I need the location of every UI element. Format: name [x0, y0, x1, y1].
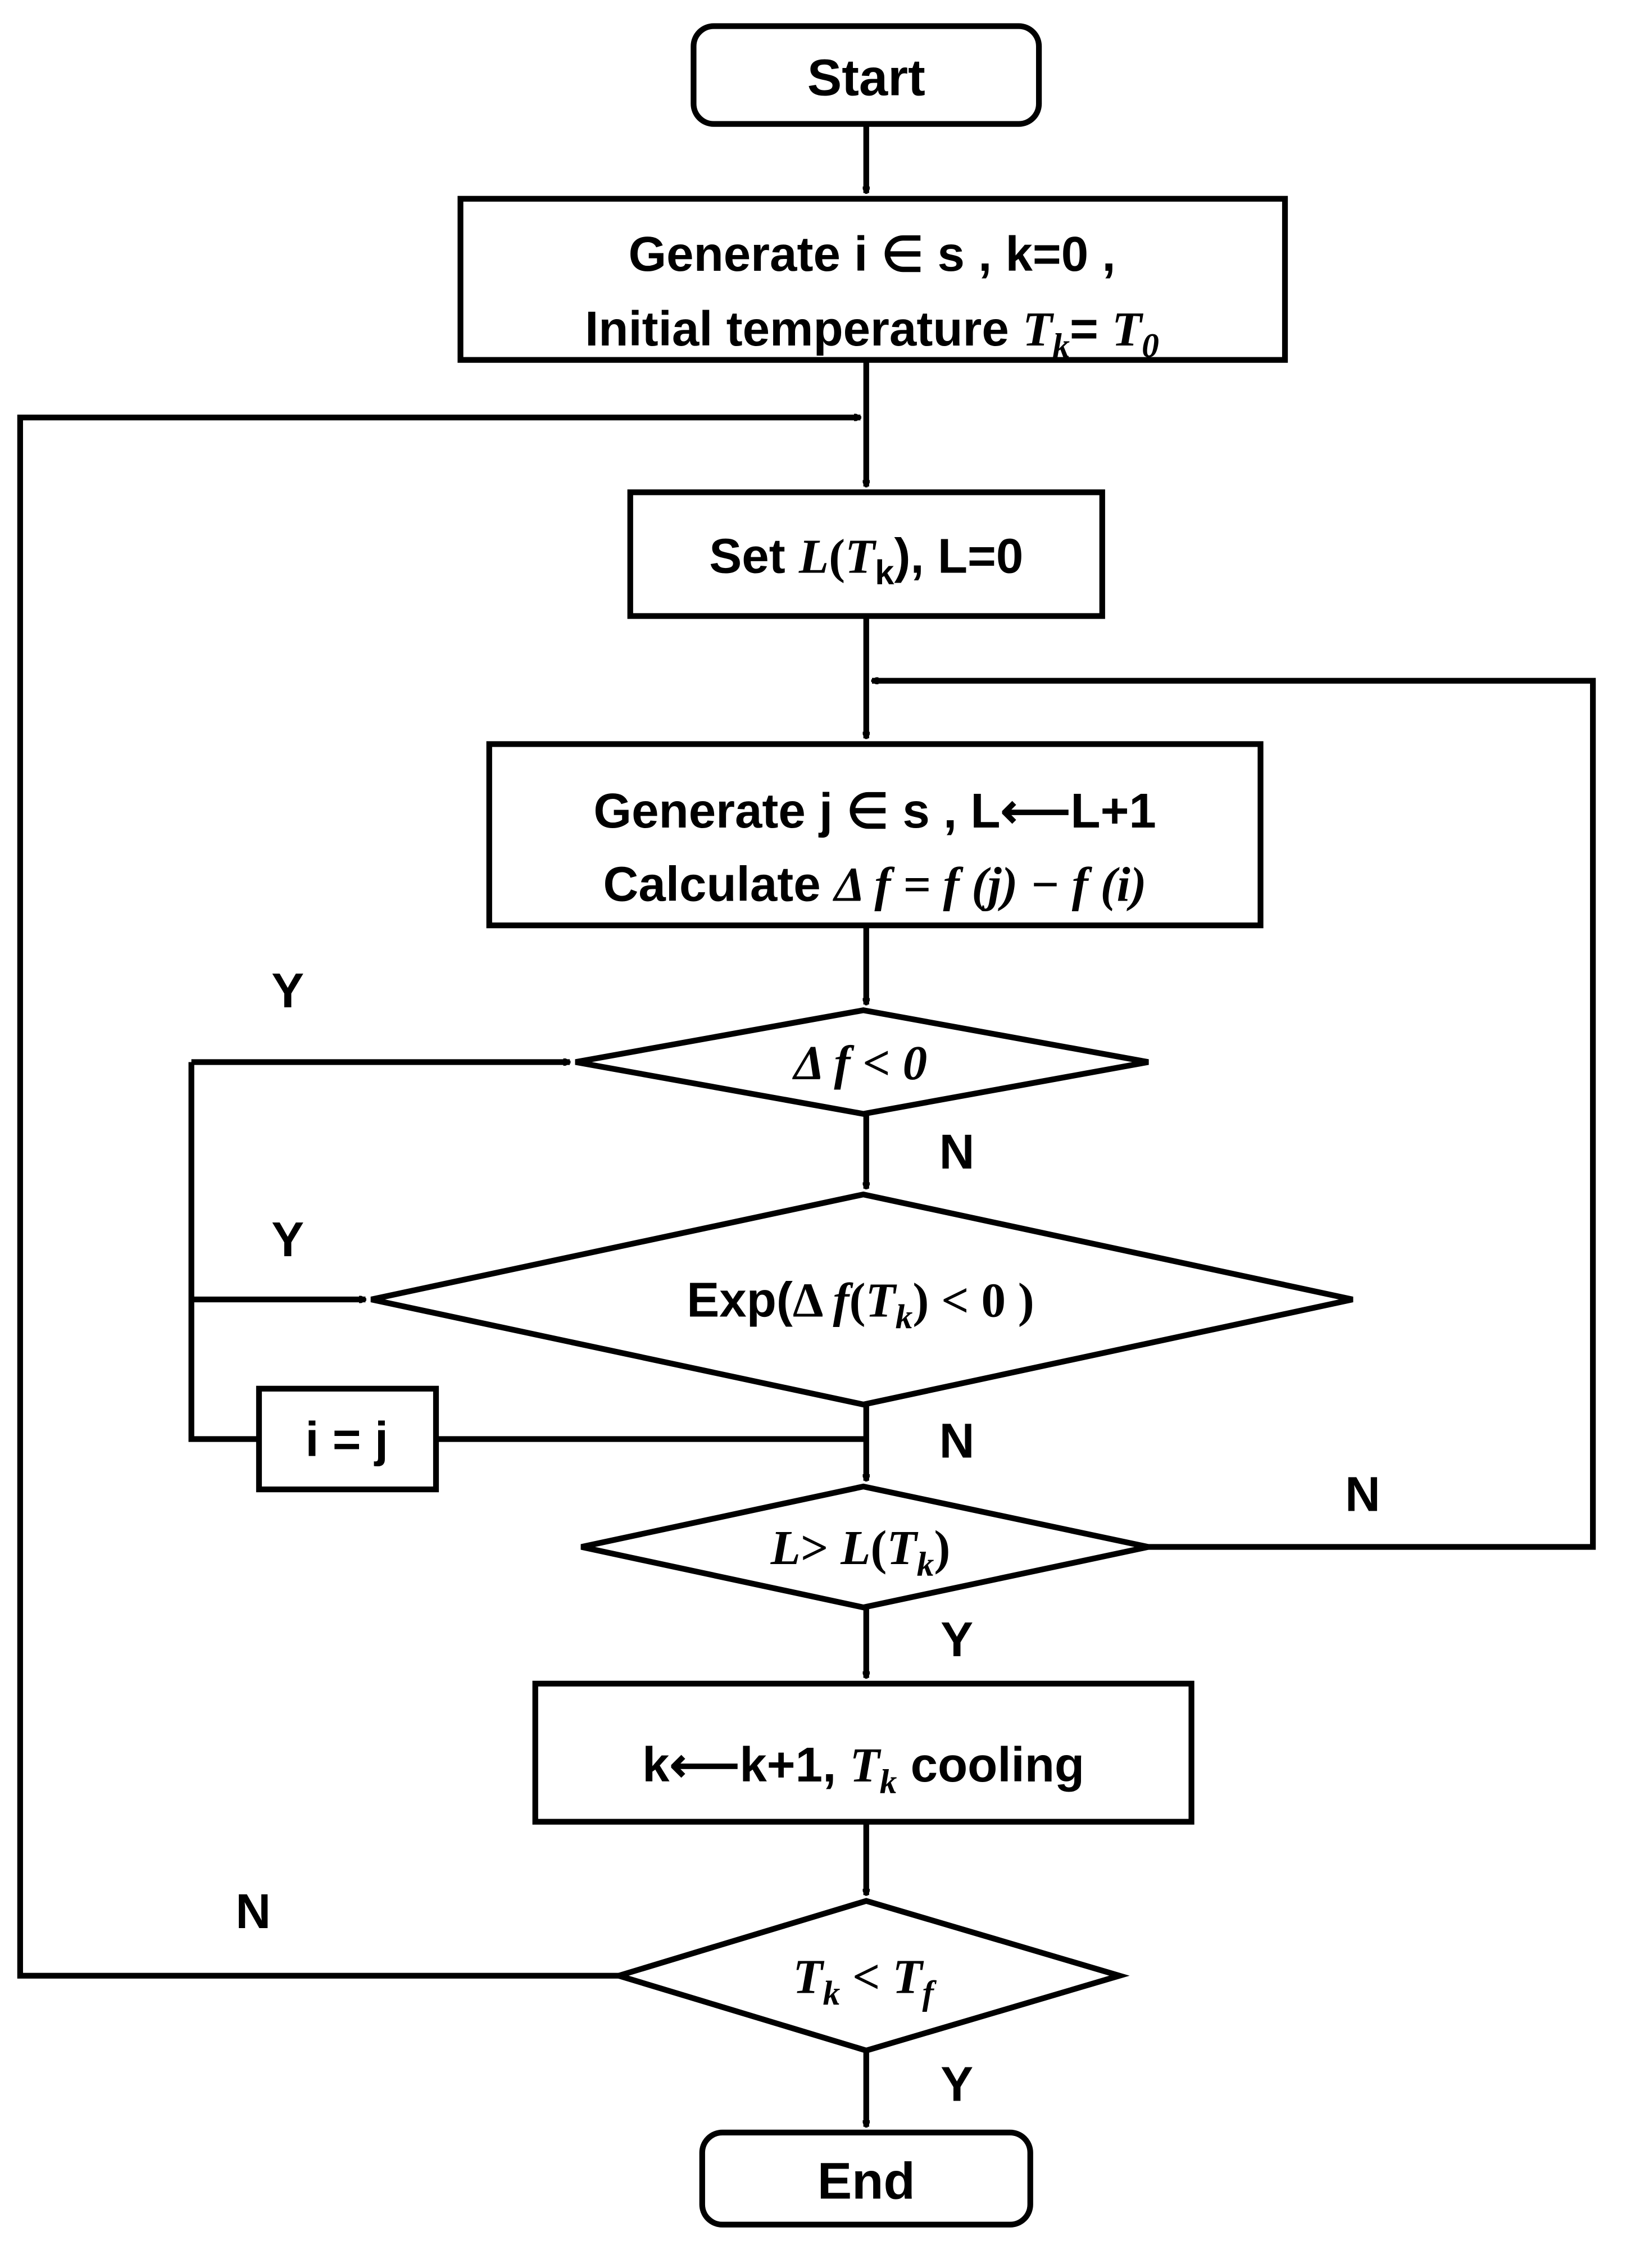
edge-cond4-no-loop	[17, 417, 861, 1979]
cond4-f: f	[923, 1974, 937, 2012]
edge-label-cond3-no: N	[1345, 1467, 1380, 1521]
generate-line1: Generate j ∈ s , L⟵L+1	[593, 784, 1156, 838]
init-line1: Generate i ∈ s , k=0 ,	[628, 227, 1115, 281]
edge-label-cond2-yes: Y	[271, 1212, 304, 1267]
cond4-T1: T	[793, 1949, 825, 2003]
cond3-L: L	[770, 1520, 801, 1575]
assign-label: i = j	[305, 1412, 388, 1467]
end-terminal	[699, 2129, 1033, 2228]
start-label: Start	[807, 48, 925, 106]
cond2-rest: ) < 0 )	[912, 1273, 1034, 1328]
setl-L: L	[798, 529, 829, 584]
generate-formula: Δ f = f (j) − f (i)	[833, 857, 1147, 912]
edge-label-cond4-no: N	[235, 1884, 271, 1939]
init-t0-T: T	[1112, 302, 1144, 356]
decision-exp	[370, 1191, 1354, 1408]
generate-process-box	[486, 741, 1264, 929]
cond4-k: k	[823, 1974, 840, 2012]
cond3-label: L> L(Tk)	[770, 1520, 951, 1583]
generate-line2-prefix: Calculate	[603, 857, 834, 912]
init-tk-T: T	[1023, 302, 1055, 356]
cond3-L2: L	[840, 1520, 870, 1575]
cond4-T2: T	[892, 1949, 924, 2003]
setl-prefix: Set	[709, 529, 799, 584]
init-eq: =	[1070, 302, 1112, 356]
init-t0-0: 0	[1142, 327, 1159, 365]
cooling-suffix: cooling	[897, 1738, 1084, 1792]
edge-cond3-no-loop	[872, 681, 1596, 1550]
cond4-lt: <	[840, 1949, 892, 2003]
cond3-gt: >	[801, 1520, 841, 1575]
cond2-T: T	[865, 1273, 897, 1328]
edge-label-cond1-no: N	[939, 1125, 975, 1179]
edge-assign-left-bus	[188, 1062, 259, 1442]
cond3-k: k	[917, 1546, 934, 1584]
cooling-label: k⟵k+1, Tk cooling	[642, 1738, 1084, 1801]
cond1-label: Δ f < 0	[792, 1035, 927, 1090]
edge-label-cond4-yes: Y	[941, 2057, 973, 2112]
cond3-close: )	[934, 1520, 950, 1575]
cooling-k: k	[880, 1762, 897, 1801]
cond3-open: (	[870, 1520, 887, 1575]
setl-open: (	[829, 529, 845, 584]
setl-k: k	[875, 553, 894, 592]
cond2-prefix: Exp(	[687, 1273, 793, 1328]
cond2-k: k	[896, 1298, 913, 1336]
cooling-prefix: k⟵k+1,	[642, 1738, 850, 1792]
cond2-label: Exp(Δ f(Tk) < 0 )	[687, 1273, 1034, 1336]
edge-label-cond2-no: N	[939, 1414, 975, 1469]
init-line2: Initial temperature Tk= T0	[585, 302, 1159, 365]
cond2-open: (	[849, 1273, 865, 1328]
cond2-delta: Δ	[793, 1273, 833, 1328]
edge-label-cond1-yes: Y	[271, 963, 304, 1018]
setl-label: Set L(Tk), L=0	[709, 529, 1023, 592]
decision-delta-f	[575, 1007, 1149, 1117]
setl-T: T	[845, 529, 877, 584]
init-tk-k: k	[1052, 327, 1070, 365]
init-process-box	[457, 196, 1288, 363]
init-line2-prefix: Initial temperature	[585, 302, 1023, 356]
decision-tk-tf	[608, 1898, 1130, 2054]
cooling-T: T	[850, 1738, 882, 1792]
cond3-T: T	[887, 1520, 919, 1575]
end-label: End	[817, 2152, 915, 2210]
cond4-label: Tk < Tf	[793, 1949, 937, 2012]
edge-label-cond3-yes: Y	[941, 1612, 973, 1667]
generate-line2: Calculate Δ f = f (j) − f (i)	[603, 857, 1147, 912]
setl-close: ), L=0	[894, 529, 1023, 584]
